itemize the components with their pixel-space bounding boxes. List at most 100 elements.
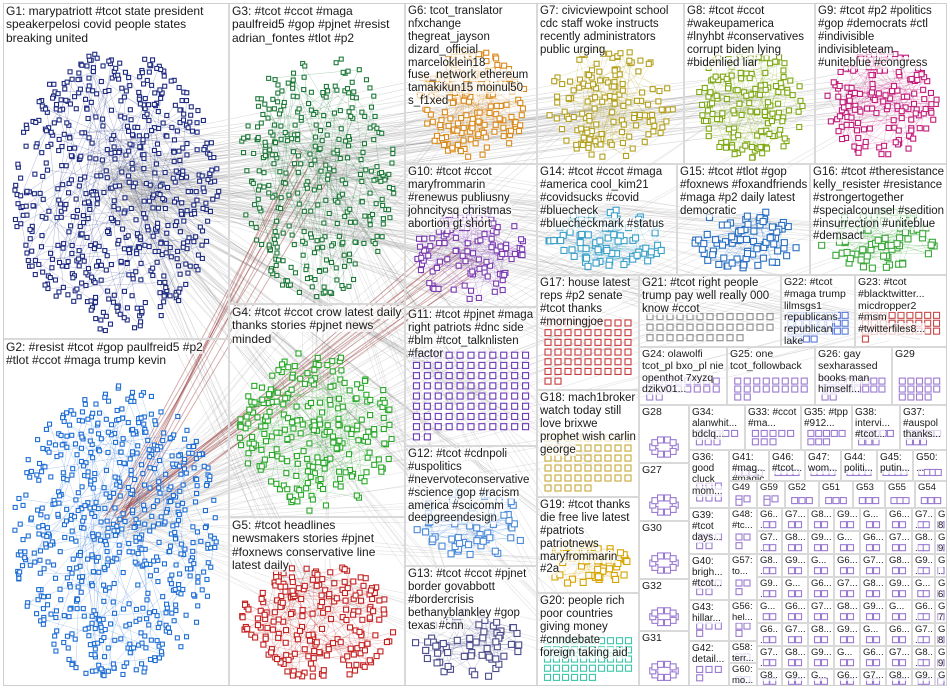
node [121, 227, 125, 231]
node [200, 174, 204, 178]
node [87, 54, 91, 58]
node [318, 422, 323, 427]
node [581, 135, 586, 140]
node [485, 80, 490, 85]
node [78, 87, 82, 91]
node [292, 243, 296, 247]
node [191, 549, 195, 553]
node [458, 215, 463, 220]
node [309, 163, 313, 167]
node [117, 77, 121, 81]
node [297, 290, 301, 294]
node [929, 102, 934, 107]
node [580, 52, 585, 57]
node [152, 505, 156, 509]
node [358, 575, 363, 580]
node [62, 132, 66, 136]
node [837, 83, 842, 88]
node [888, 54, 893, 59]
node [747, 101, 752, 106]
node [111, 600, 115, 604]
node [155, 142, 159, 146]
node [158, 621, 162, 625]
node [281, 259, 285, 263]
node [301, 239, 305, 243]
node [353, 593, 358, 598]
node [367, 658, 372, 663]
node [446, 123, 451, 128]
node [275, 245, 279, 249]
node [57, 149, 61, 153]
node [36, 438, 40, 442]
node [76, 208, 80, 212]
node [111, 300, 115, 304]
node [175, 257, 179, 261]
node [67, 657, 71, 661]
node [461, 138, 466, 143]
node [181, 587, 185, 591]
node [269, 479, 274, 484]
node [186, 240, 190, 244]
node [455, 128, 460, 133]
node [286, 81, 290, 85]
node [139, 261, 143, 265]
node [566, 116, 571, 121]
node [895, 104, 900, 109]
node [33, 172, 37, 176]
node [184, 262, 188, 266]
node [418, 268, 423, 273]
node [276, 258, 280, 262]
node [103, 506, 107, 510]
node [296, 170, 300, 174]
node [726, 127, 731, 132]
node [195, 130, 199, 134]
node [194, 439, 198, 443]
node [202, 464, 206, 468]
node [336, 416, 341, 421]
node [174, 563, 178, 567]
node [500, 288, 505, 293]
node [183, 457, 187, 461]
node [347, 388, 352, 393]
node [284, 628, 289, 633]
node [316, 246, 320, 250]
node [600, 99, 605, 104]
node [349, 432, 354, 437]
node [103, 328, 107, 332]
node [359, 643, 364, 648]
node [199, 539, 203, 543]
node [309, 378, 314, 383]
node [94, 317, 98, 321]
node [174, 603, 178, 607]
node [470, 269, 475, 274]
node [74, 666, 78, 670]
node [33, 560, 37, 564]
node [335, 278, 339, 282]
node [163, 280, 167, 284]
node [206, 178, 210, 182]
node [370, 597, 375, 602]
node [373, 242, 377, 246]
node [838, 69, 843, 74]
node [159, 96, 163, 100]
node [116, 207, 120, 211]
node [484, 259, 489, 264]
node [858, 109, 863, 114]
node [196, 253, 200, 257]
node [523, 373, 529, 379]
node [115, 557, 119, 561]
node [327, 397, 332, 402]
node [312, 367, 317, 372]
node [157, 152, 161, 156]
node [145, 617, 149, 621]
node [331, 434, 336, 439]
node [141, 606, 145, 610]
node [852, 107, 857, 112]
node [84, 97, 88, 101]
node [455, 142, 460, 147]
node [479, 362, 485, 368]
node [852, 91, 857, 96]
node [267, 107, 271, 111]
node [872, 52, 877, 57]
